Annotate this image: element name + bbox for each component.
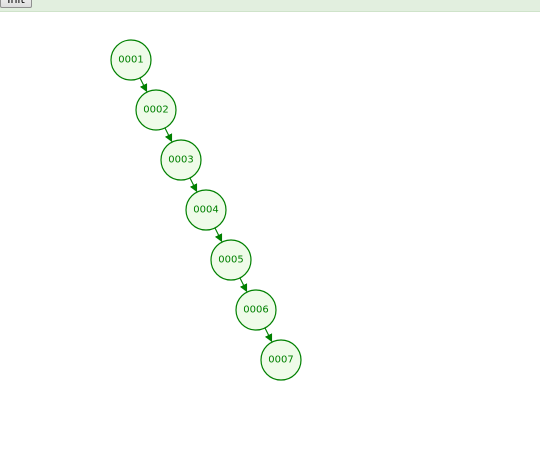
graph-node[interactable]: 0003 (160, 139, 202, 181)
graph-node[interactable]: 0004 (185, 189, 227, 231)
edge-arrow (164, 127, 173, 143)
edge-arrow (264, 327, 273, 343)
node-label: 0007 (268, 355, 293, 366)
graph-node[interactable]: 0007 (260, 339, 302, 381)
node-label: 0002 (143, 105, 168, 116)
node-label: 0001 (118, 55, 143, 66)
edge-arrow (214, 227, 223, 243)
graph-node[interactable]: 0001 (110, 39, 152, 81)
init-button[interactable]: Init (0, 0, 32, 8)
node-circle[interactable] (160, 139, 202, 181)
graph-node[interactable]: 0006 (235, 289, 277, 331)
node-label: 0003 (168, 155, 193, 166)
node-circle[interactable] (260, 339, 302, 381)
node-circle[interactable] (235, 289, 277, 331)
node-circle[interactable] (185, 189, 227, 231)
edge-arrow (139, 77, 148, 93)
graph-node[interactable]: 0002 (135, 89, 177, 131)
graph-node[interactable]: 0005 (210, 239, 252, 281)
node-label: 0004 (193, 205, 218, 216)
toolbar: Init (0, 0, 540, 12)
node-circle[interactable] (110, 39, 152, 81)
node-label: 0006 (243, 305, 268, 316)
node-circle[interactable] (135, 89, 177, 131)
node-circle[interactable] (210, 239, 252, 281)
edge-arrow (189, 177, 198, 193)
node-label: 0005 (218, 255, 243, 266)
edge-arrow (239, 277, 248, 293)
edges-layer (139, 77, 273, 343)
